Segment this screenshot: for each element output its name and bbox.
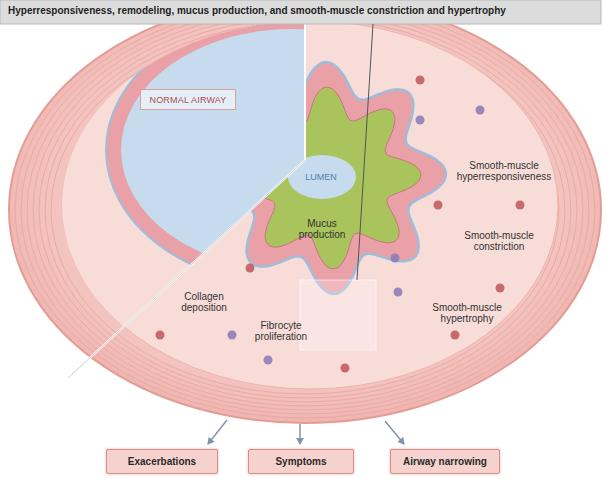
- muscle-label: Smooth-muscle hypertrophy: [423, 302, 511, 324]
- cell: [156, 331, 165, 340]
- lumen-label: LUMEN: [300, 172, 342, 183]
- cell: [496, 284, 505, 293]
- mucus-label: Mucus production: [291, 218, 353, 240]
- cell: [264, 356, 273, 365]
- box-text: Airway narrowing: [403, 456, 487, 467]
- outcome-box: Exacerbations: [106, 449, 218, 474]
- normal-airway-wedge: [0, 0, 478, 400]
- title-band: [0, 0, 601, 24]
- cell: [434, 201, 443, 210]
- wedge-edge: [68, 160, 305, 378]
- outcome-arrow: [385, 421, 404, 444]
- outcome-box: Airway narrowing: [390, 449, 500, 474]
- cell: [416, 116, 425, 125]
- box-text: Exacerbations: [128, 456, 196, 467]
- cell: [391, 254, 400, 263]
- outcome-arrow: [299, 424, 301, 444]
- cell: [341, 364, 350, 373]
- cell: [476, 106, 485, 115]
- title-text: Hyperresponsiveness, remodeling, mucus p…: [8, 5, 506, 16]
- box-text: Symptoms: [275, 456, 326, 467]
- wedge-edge: [68, 160, 305, 378]
- remodeling-label: Collagen deposition: [170, 291, 238, 313]
- normal-airway-clip: [0, 0, 478, 400]
- remodeling-label: Fibrocyte proliferation: [248, 320, 314, 342]
- outcome-arrow: [208, 420, 227, 444]
- normal-epithelium: [106, 14, 478, 286]
- magnified-pane: [300, 280, 376, 350]
- normal-airway-tag: NORMAL AIRWAY: [140, 89, 236, 110]
- box-text: NORMAL AIRWAY: [149, 95, 226, 105]
- cell: [416, 76, 425, 85]
- normal-lumen: [121, 29, 463, 271]
- outcome-box: Symptoms: [248, 449, 354, 474]
- cell: [246, 264, 255, 273]
- cell: [394, 288, 403, 297]
- muscle-label: Smooth-muscle hyperresponsiveness: [452, 160, 556, 182]
- cell: [228, 331, 237, 340]
- wedge-edge: [304, 24, 306, 160]
- leader-line: [357, 24, 373, 280]
- cell: [516, 201, 525, 210]
- muscle-label: Smooth-muscle constriction: [458, 230, 540, 252]
- cell: [451, 331, 460, 340]
